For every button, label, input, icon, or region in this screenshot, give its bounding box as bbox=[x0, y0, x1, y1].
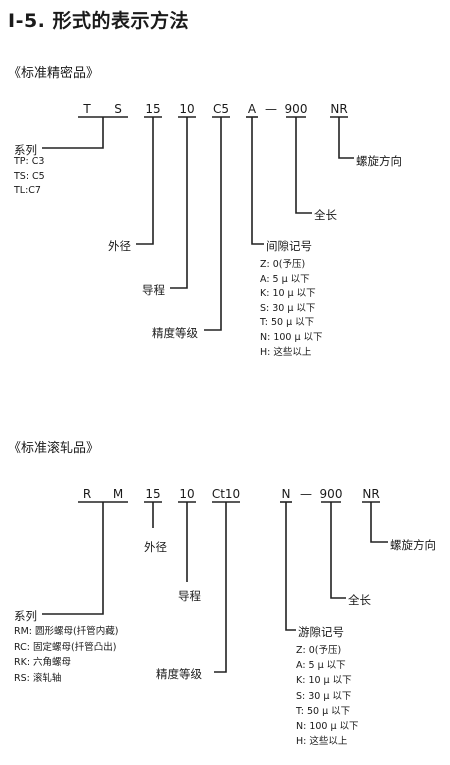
rolled-series-list: RM: 圆形螺母(扦管内藏) RC: 固定螺母(扦管凸出) RK: 六角螺母 R… bbox=[14, 624, 118, 686]
list-item: A: 5 μ 以下 bbox=[260, 273, 310, 285]
code-s: S bbox=[114, 102, 122, 116]
rolled-lead-label: 导程 bbox=[178, 589, 201, 603]
code-a: A bbox=[247, 102, 257, 116]
list-item: TP: C3 bbox=[14, 156, 45, 167]
connector-grade bbox=[214, 502, 227, 673]
code-10: 10 bbox=[179, 487, 195, 501]
precision-series-list: TP: C3 TS: C5 TL:C7 bbox=[14, 155, 45, 199]
connector-grade bbox=[204, 117, 222, 331]
connector-rotation bbox=[370, 502, 388, 543]
code-10: 10 bbox=[179, 102, 195, 116]
code-dash: — bbox=[265, 102, 277, 116]
rolled-clearance-list: Z: 0(予压) A: 5 μ 以下 K: 10 μ 以下 S: 30 μ 以下… bbox=[296, 643, 359, 749]
rolled-clearance-label: 游隙记号 bbox=[298, 625, 344, 639]
list-item: H: 这些以上 bbox=[296, 736, 348, 748]
connector-lead bbox=[170, 117, 188, 289]
list-item: RK: 六角螺母 bbox=[14, 657, 72, 668]
rolled-series-label: 系列 bbox=[14, 609, 37, 623]
list-item: TS: C5 bbox=[14, 170, 45, 182]
list-item: S: 30 μ 以下 bbox=[296, 690, 352, 702]
code-nr: NR bbox=[330, 102, 348, 116]
precision-rotation-label: 螺旋方向 bbox=[356, 154, 402, 168]
list-item: Z: 0(予压) bbox=[260, 259, 306, 270]
code-ct10: Ct10 bbox=[211, 487, 241, 501]
rolled-diameter-label: 外径 bbox=[144, 540, 167, 554]
list-item: N: 100 μ 以下 bbox=[296, 721, 359, 733]
precision-clearance-label: 间隙记号 bbox=[266, 239, 312, 253]
code-nr: NR bbox=[362, 487, 380, 501]
list-item: N: 100 μ 以下 bbox=[260, 331, 323, 343]
connector-clearance bbox=[251, 117, 264, 245]
code-t: T bbox=[83, 102, 91, 116]
list-item: T: 50 μ 以下 bbox=[260, 317, 315, 329]
connector-series bbox=[42, 117, 104, 149]
rolled-heading: 《标准滚轧品》 bbox=[8, 441, 100, 456]
list-item: H: 这些以上 bbox=[260, 346, 312, 358]
list-item: A: 5 μ 以下 bbox=[296, 660, 346, 672]
page-title: Ⅰ-5. 形式的表示方法 bbox=[8, 10, 190, 32]
precision-diameter-label: 外径 bbox=[108, 239, 131, 253]
code-900: 900 bbox=[319, 487, 343, 501]
connector-length bbox=[295, 117, 312, 214]
code-dash: — bbox=[300, 487, 312, 501]
rolled-rotation-label: 螺旋方向 bbox=[390, 538, 436, 552]
precision-lead-label: 导程 bbox=[142, 283, 165, 297]
precision-heading: 《标准精密品》 bbox=[8, 66, 100, 81]
rolled-length-label: 全长 bbox=[348, 593, 371, 607]
code-r: R bbox=[82, 487, 92, 501]
list-item: RM: 圆形螺母(扦管内藏) bbox=[14, 626, 119, 637]
list-item: T: 50 μ 以下 bbox=[296, 705, 351, 717]
list-item: S: 30 μ 以下 bbox=[260, 302, 316, 314]
precision-series-label: 系列 bbox=[14, 143, 37, 157]
connector-clearance bbox=[285, 502, 296, 631]
code-m: M bbox=[112, 487, 124, 501]
code-n: N bbox=[281, 487, 291, 501]
list-item: K: 10 μ 以下 bbox=[296, 675, 352, 687]
code-15: 15 bbox=[145, 102, 161, 116]
rolled-grade-label: 精度等级 bbox=[156, 667, 202, 681]
precision-clearance-list: Z: 0(予压) A: 5 μ 以下 K: 10 μ 以下 S: 30 μ 以下… bbox=[260, 258, 323, 360]
connector-length bbox=[330, 502, 346, 599]
connector-rotation bbox=[338, 117, 354, 159]
list-item: RC: 固定螺母(扦管凸出) bbox=[14, 641, 117, 653]
connector-diameter bbox=[136, 117, 154, 245]
list-item: TL:C7 bbox=[14, 185, 41, 197]
precision-grade-label: 精度等级 bbox=[152, 326, 198, 340]
list-item: Z: 0(予压) bbox=[296, 645, 342, 656]
code-900: 900 bbox=[284, 102, 308, 116]
precision-length-label: 全长 bbox=[314, 208, 337, 222]
list-item: RS: 滚轧轴 bbox=[14, 672, 62, 684]
code-15: 15 bbox=[145, 487, 161, 501]
code-c5: C5 bbox=[212, 102, 230, 116]
list-item: K: 10 μ 以下 bbox=[260, 288, 316, 300]
connector-series bbox=[42, 502, 104, 615]
